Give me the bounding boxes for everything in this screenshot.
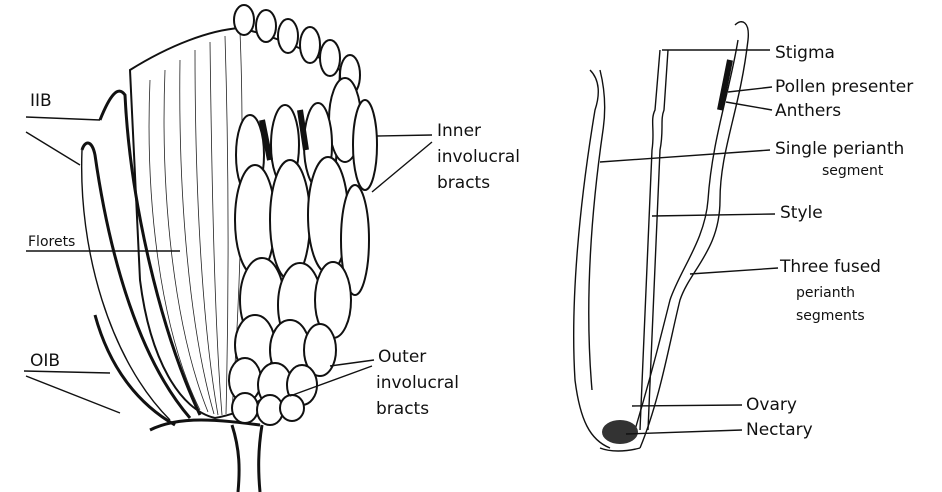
leader-ovary	[631, 404, 743, 407]
label-style: Style	[780, 203, 823, 223]
label-stigma: Stigma	[775, 43, 835, 63]
anthers	[717, 59, 733, 111]
fused-perianth-inner	[631, 39, 739, 441]
ovary	[602, 420, 638, 444]
single-perianth-outer	[572, 69, 611, 449]
label-three-2: perianth	[796, 285, 855, 301]
label-outer-3: bracts	[376, 399, 429, 419]
fused-perianth-outer	[639, 21, 750, 449]
label-inner-3: bracts	[437, 173, 490, 193]
leader-nectary	[625, 429, 743, 435]
stem	[230, 424, 264, 492]
label-three-1: Three fused	[779, 257, 881, 277]
label-pollen-presenter: Pollen presenter	[775, 77, 913, 97]
involucral-bracts	[228, 156, 370, 426]
label-ovary: Ovary	[746, 395, 797, 415]
left-labels: IIB Florets OIB Inner involucral bracts …	[23, 91, 520, 419]
label-nectary: Nectary	[746, 420, 813, 440]
leader-outer-bracts	[289, 359, 375, 397]
leader-style	[651, 213, 776, 217]
inner-bract-left-1	[98, 89, 202, 416]
label-inner-2: involucral	[437, 147, 520, 167]
label-single-2: segment	[822, 163, 884, 179]
label-single-1: Single perianth	[775, 139, 904, 159]
floret-drawing	[572, 21, 750, 452]
label-iib: IIB	[30, 91, 52, 111]
inner-bract-left-2	[80, 141, 192, 419]
leader-single-perianth	[599, 149, 771, 163]
leader-oib	[23, 370, 121, 414]
label-inner-1: Inner	[437, 121, 481, 141]
label-outer-1: Outer	[378, 347, 426, 367]
label-outer-2: involucral	[376, 373, 459, 393]
single-perianth-inner	[588, 69, 606, 391]
label-anthers: Anthers	[775, 101, 841, 121]
leader-anthers	[725, 101, 773, 111]
leader-iib	[25, 116, 101, 166]
leader-three-fused	[689, 267, 779, 275]
leader-inner-bracts	[371, 134, 433, 193]
outer-bract-left	[93, 314, 176, 427]
flower-head-drawing	[80, 4, 378, 492]
label-florets: Florets	[28, 234, 75, 250]
right-labels: Stigma Pollen presenter Anthers Single p…	[599, 43, 913, 440]
label-oib: OIB	[30, 351, 60, 371]
style	[639, 49, 669, 431]
label-three-3: segments	[796, 308, 865, 324]
leader-pollen-presenter	[727, 86, 773, 93]
